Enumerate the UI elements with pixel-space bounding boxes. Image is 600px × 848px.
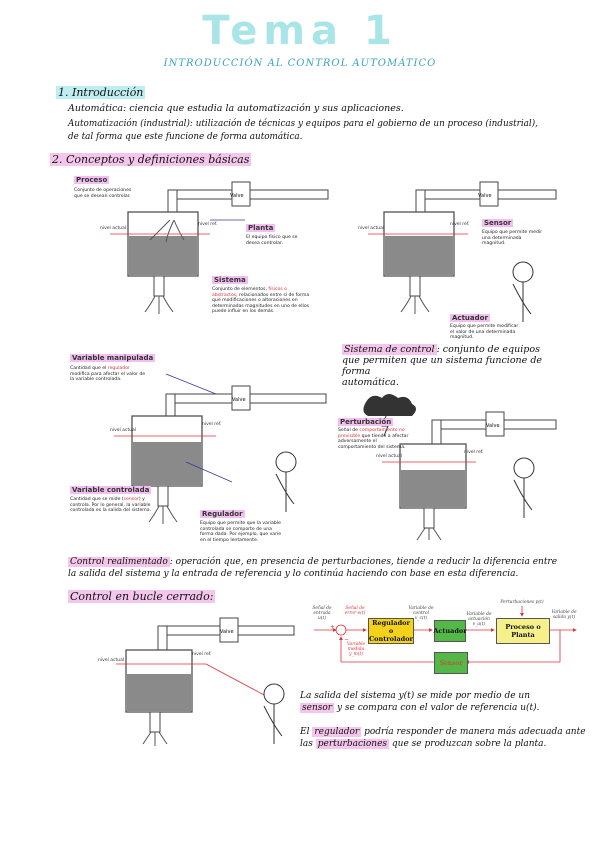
sensor-text: Equipo que permite medir una determinada… bbox=[482, 230, 543, 247]
perturbacion-label: Perturbación bbox=[338, 418, 394, 426]
perturbacion-text: Señal de comportamiento no previsible qu… bbox=[338, 428, 409, 450]
intro-line-2: Automatización (industrial): utilización… bbox=[68, 119, 538, 129]
actuador-text: Equipo que permite modificar el valor de… bbox=[450, 324, 519, 341]
tank-illustration bbox=[368, 181, 557, 322]
page-subtitle: INTRODUCCIÓN AL CONTROL AUTOMÁTICO bbox=[163, 58, 437, 69]
planta-label: Planta bbox=[246, 224, 276, 232]
nivel-ref-label: nivel ref. bbox=[198, 222, 218, 227]
nivel-actual-label: nivel actual bbox=[98, 658, 125, 663]
figure-bucle-cerrado: Valve nivel ref. nivel actual bbox=[96, 616, 296, 756]
tank-illustration bbox=[114, 373, 327, 524]
valve-label: Valve bbox=[220, 629, 234, 635]
proceso-text: Conjunto de operaciones que se desean co… bbox=[74, 188, 132, 199]
valve-label: Valve bbox=[232, 397, 246, 403]
tank-illustration bbox=[363, 394, 557, 541]
senal-error-label: Señal de error e(t) bbox=[344, 606, 366, 616]
figure-perturbacion: Perturbación Señal de comportamiento no … bbox=[336, 392, 558, 542]
variable-medida-label: Variable medida y_m(t) bbox=[346, 642, 366, 657]
valve-label: Valve bbox=[230, 193, 244, 199]
intro-line-3: de tal forma que este funcione de forma … bbox=[68, 132, 303, 142]
sensor-label: Sensor bbox=[482, 219, 514, 227]
valve-label: Valve bbox=[486, 423, 500, 429]
variable-manipulada-text: Cantidad que el regulador modifica para … bbox=[70, 366, 146, 383]
page-title: Tema 1 bbox=[202, 8, 398, 54]
valve-label: Valve bbox=[478, 193, 492, 199]
nivel-actual-label: nivel actual bbox=[110, 428, 137, 433]
sistema-label: Sistema bbox=[212, 276, 248, 284]
regulador-text: Equipo que permite que la variable contr… bbox=[200, 521, 282, 543]
proceso-label: Proceso bbox=[74, 176, 110, 184]
control-realimentado-definition: Control realimentado: operación que, en … bbox=[68, 557, 558, 579]
block-diagram-arrows bbox=[314, 606, 577, 664]
bucle-cerrado-explanation: La salida del sistema y(t) se mide por m… bbox=[300, 691, 586, 749]
planta-text: El equipo físico que se desea controlar. bbox=[246, 235, 298, 246]
intro-line-1: Automática: ciencia que estudia la autom… bbox=[68, 103, 404, 114]
regulador-block: Regulador o Controlador bbox=[368, 618, 414, 644]
nivel-ref-label: nivel ref. bbox=[464, 450, 484, 455]
perturbaciones-label: Perturbaciones p(t) bbox=[500, 600, 544, 605]
sum-plus: + bbox=[330, 624, 336, 631]
nivel-actual-label: nivel actual bbox=[100, 226, 127, 231]
tank-illustration bbox=[116, 617, 295, 746]
section-1-heading: 1. Introducción bbox=[56, 86, 146, 99]
variable-salida-label: Variable de salida y(t) bbox=[551, 610, 577, 620]
nivel-ref-label: nivel ref. bbox=[450, 222, 470, 227]
actuador-block: Actuador bbox=[433, 620, 467, 642]
nivel-ref-label: nivel ref. bbox=[202, 422, 222, 427]
actuador-label: Actuador bbox=[450, 314, 490, 322]
variable-controlada-text: Cantidad que se mide (sensor) y controla… bbox=[70, 497, 152, 514]
regulador-label: Regulador bbox=[200, 510, 245, 518]
figure-sensor-actuador: Valve nivel ref. nivel actual Sensor Equ… bbox=[338, 172, 558, 340]
tank-illustration bbox=[110, 181, 329, 314]
variable-actuacion-label: Variable de actuación v_a(t) bbox=[466, 612, 492, 627]
sistema-text: Conjunto de elementos, físicos o abstrac… bbox=[212, 287, 310, 315]
nivel-ref-label: nivel ref. bbox=[192, 652, 212, 657]
senal-entrada-label: Señal de entrada u(t) bbox=[312, 606, 332, 621]
figure-variables-regulador: Variable manipulada Cantidad que el regu… bbox=[66, 352, 330, 532]
nivel-actual-label: nivel actual bbox=[376, 454, 403, 459]
variable-manipulada-label: Variable manipulada bbox=[70, 354, 156, 362]
bucle-cerrado-heading: Control en bucle cerrado: bbox=[68, 590, 216, 603]
sensor-block: Sensor bbox=[434, 652, 468, 674]
section-2-heading: 2. Conceptos y definiciones básicas bbox=[50, 153, 252, 166]
sistema-control-definition: Sistema de control: conjunto de equipos … bbox=[342, 344, 543, 388]
proceso-block: Proceso o Planta bbox=[496, 618, 550, 644]
figure-proceso-planta-sistema: Proceso Conjunto de operaciones que se d… bbox=[70, 172, 330, 332]
variable-control-label: Variable de control v_c(t) bbox=[408, 606, 434, 621]
block-diagram: Regulador o Controlador Actuador Proceso… bbox=[310, 600, 580, 680]
variable-controlada-label: Variable controlada bbox=[70, 486, 152, 494]
sum-minus: − bbox=[344, 636, 350, 643]
nivel-actual-label: nivel actual bbox=[358, 226, 385, 231]
